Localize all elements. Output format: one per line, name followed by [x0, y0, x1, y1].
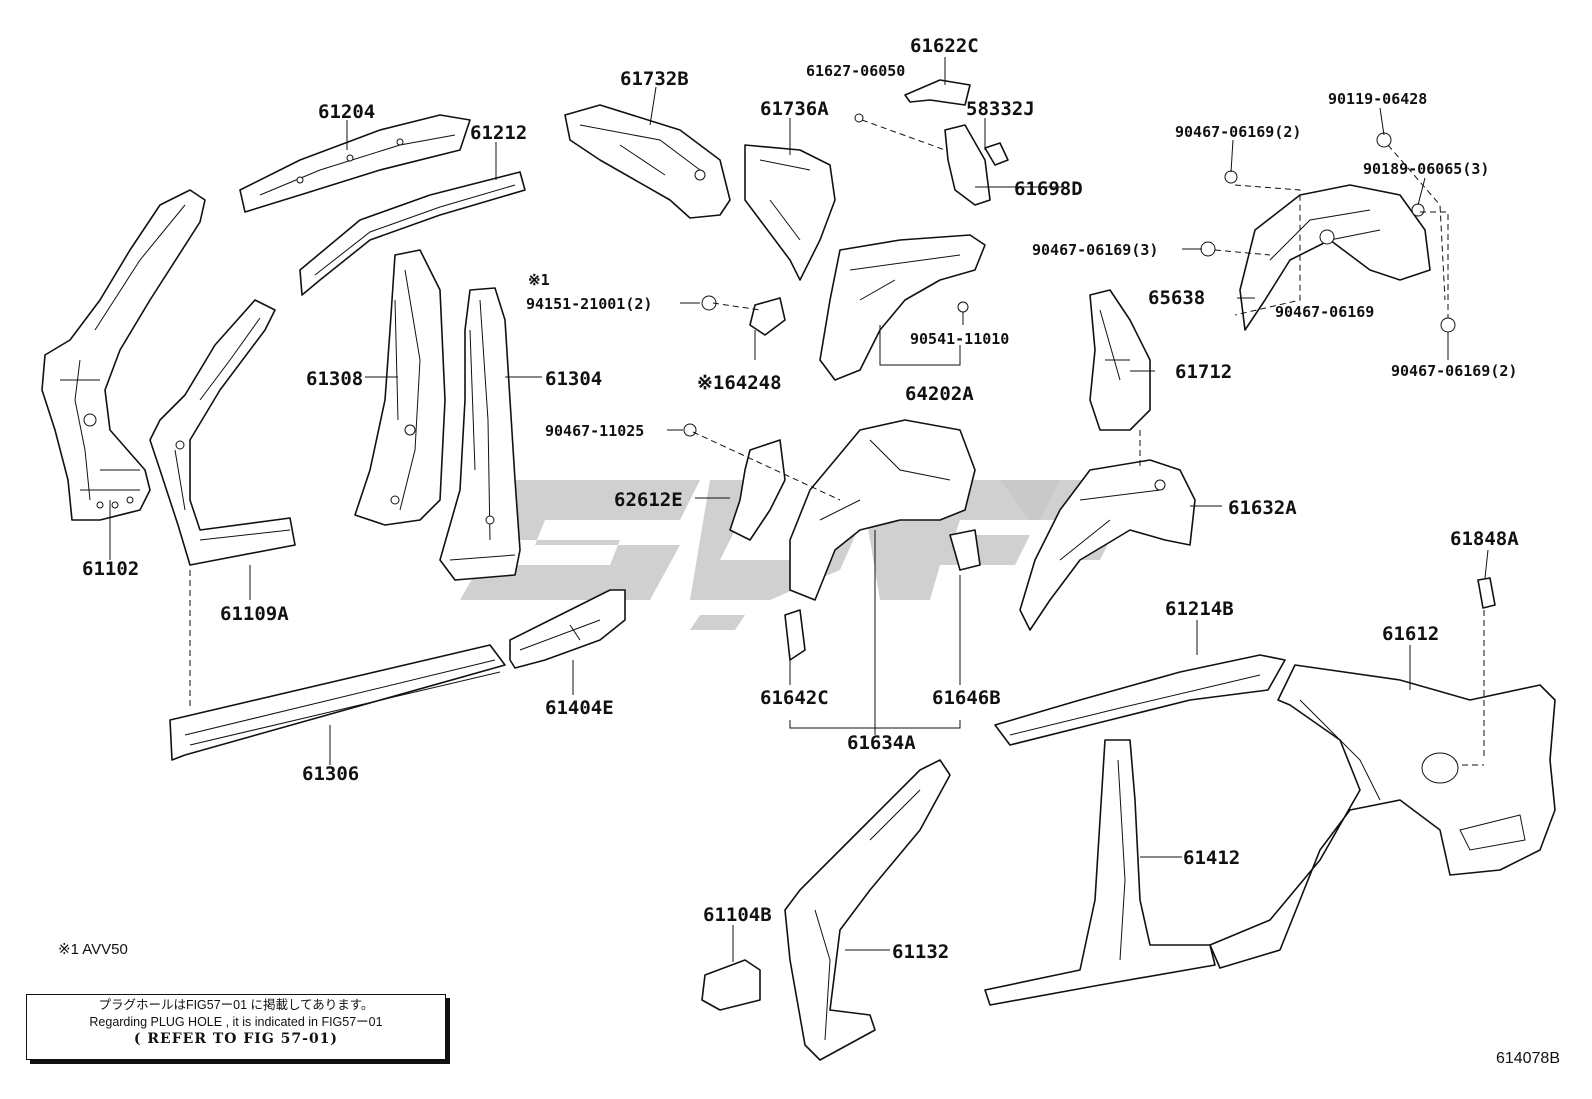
part-61214b-roof-side-outer: [994, 654, 1286, 746]
part-61622c-bracket: [904, 79, 971, 106]
refer-to-fig-link[interactable]: ( REFER TO FIG 57-01): [133, 1031, 339, 1047]
part-61612-quarter-panel: [1209, 664, 1556, 969]
label-61306: 61306: [302, 763, 359, 785]
part-61308-center-pillar-inner: [354, 249, 446, 526]
part-61698d-extension: [944, 124, 1009, 206]
label-61304: 61304: [545, 368, 602, 390]
part-61102-front-pillar: [41, 189, 206, 521]
label-61642c: 61642C: [760, 687, 829, 709]
label-61308: 61308: [306, 368, 363, 390]
label-90467-11025: 90467-11025: [545, 422, 644, 440]
label-90189-06065-3: 90189-06065(3): [1363, 160, 1489, 178]
label-62612e: 62612E: [614, 489, 683, 511]
part-65638-fender-liner: [1239, 184, 1431, 331]
label-61612: 61612: [1382, 623, 1439, 645]
label-61732b: 61732B: [620, 68, 689, 90]
label-note-1: ※1: [528, 271, 550, 289]
label-61404e: 61404E: [545, 697, 614, 719]
part-61732b-quarter-inner-upper: [564, 104, 731, 219]
label-61632a: 61632A: [1228, 497, 1297, 519]
label-61848a: 61848A: [1450, 528, 1519, 550]
part-64248-bracket: [749, 297, 786, 336]
part-61634a-wheelhouse: [784, 419, 981, 661]
reference-line-japanese: プラグホールはFIG57ー01 に掲載してあります。: [98, 998, 374, 1012]
part-61412-center-pillar-outer: [984, 739, 1216, 1006]
part-64202a-panel: [819, 234, 986, 381]
label-64248: ※164248: [697, 372, 782, 394]
label-64202a: 64202A: [905, 383, 974, 405]
leader-lines: [109, 57, 1489, 962]
label-61104b: 61104B: [703, 904, 772, 926]
label-94151-21001-2: 94151-21001(2): [526, 295, 652, 313]
label-61212: 61212: [470, 122, 527, 144]
label-61622c: 61622C: [910, 35, 979, 57]
part-61304-center-pillar-outer: [439, 287, 521, 581]
label-61627-06050: 61627-06050: [806, 62, 905, 80]
label-61109a: 61109A: [220, 603, 289, 625]
part-61204-roof-rail: [239, 114, 471, 213]
part-61404e-rocker-extension: [509, 589, 626, 669]
part-61848a-clip: [1477, 577, 1496, 609]
label-61102: 61102: [82, 558, 139, 580]
dashed-reference-lines: [189, 119, 1485, 766]
part-61712-bracket: [1089, 289, 1151, 431]
label-90119-06428: 90119-06428: [1328, 90, 1427, 108]
reference-line-english: Regarding PLUG HOLE , it is indicated in…: [89, 1015, 383, 1029]
part-labels: 61204 61212 61102 61109A 61308 61304 617…: [82, 35, 1519, 963]
label-61646b: 61646B: [932, 687, 1001, 709]
part-61212-roof-inner: [299, 171, 526, 296]
label-90541-11010: 90541-11010: [910, 330, 1009, 348]
part-61109a-pillar-inner: [149, 299, 296, 566]
label-90467-06169-3: 90467-06169(3): [1032, 241, 1158, 259]
plug-hole-reference-box: プラグホールはFIG57ー01 に掲載してあります。 Regarding PLU…: [26, 994, 446, 1060]
figure-number: 614078B: [1495, 1050, 1560, 1067]
label-58332j: 58332J: [966, 98, 1035, 120]
label-61712: 61712: [1175, 361, 1232, 383]
footnote-avv50: ※1 AVV50: [58, 941, 128, 958]
part-61306-rocker: [169, 644, 506, 761]
label-61214b: 61214B: [1165, 598, 1234, 620]
label-61698d: 61698D: [1014, 178, 1083, 200]
label-61412: 61412: [1183, 847, 1240, 869]
fasteners: [683, 113, 1456, 437]
part-61632a-outer-wheelhouse: [1019, 459, 1196, 631]
label-65638: 65638: [1148, 287, 1205, 309]
part-61104b-bracket: [701, 959, 761, 1011]
label-61634a: 61634A: [847, 732, 916, 754]
label-90467-06169: 90467-06169: [1275, 303, 1374, 321]
part-61736a-quarter-bracket: [744, 144, 836, 281]
label-90467-06169-2-top: 90467-06169(2): [1175, 123, 1301, 141]
part-62612e-bracket: [729, 439, 786, 541]
label-90467-06169-2-bottom: 90467-06169(2): [1391, 362, 1517, 380]
part-61132-front-pillar-outer: [784, 759, 951, 1061]
label-61204: 61204: [318, 101, 375, 123]
label-61736a: 61736A: [760, 98, 829, 120]
label-61132: 61132: [892, 941, 949, 963]
